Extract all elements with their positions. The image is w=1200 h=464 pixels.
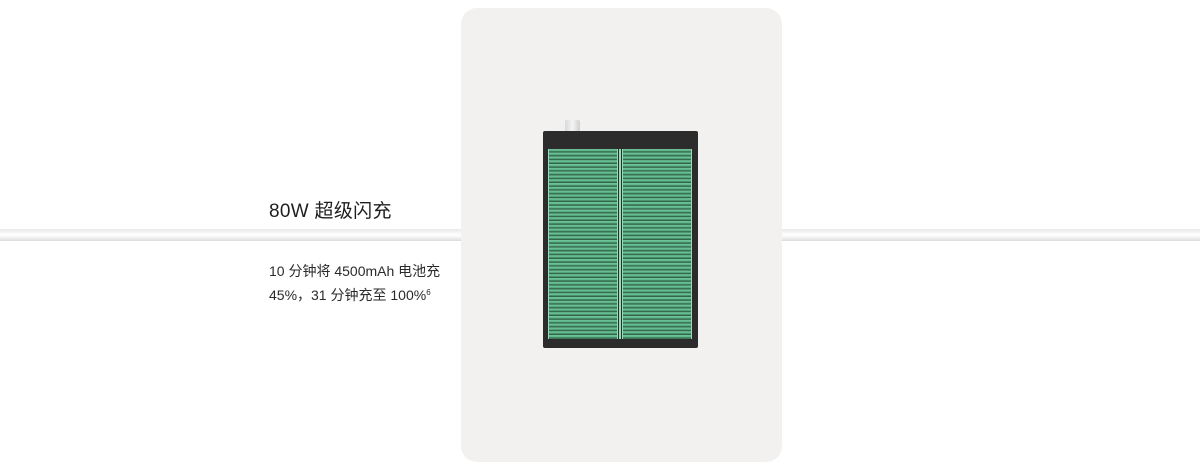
description-line-2-text: 45%，31 分钟充至 100%: [269, 287, 427, 303]
battery-cell-right: [622, 149, 692, 339]
description-line-1: 10 分钟将 4500mAh 电池充: [269, 263, 441, 279]
battery-terminal-icon: [565, 120, 580, 132]
footnote-marker: 6: [426, 288, 431, 297]
feature-title: 80W 超级闪充: [269, 201, 392, 222]
battery-cell-divider: [619, 149, 621, 339]
battery-icon: [543, 131, 698, 348]
description-line-2: 45%，31 分钟充至 100%6: [269, 283, 440, 307]
charging-cable-right: [770, 229, 1200, 241]
feature-description: 10 分钟将 4500mAh 电池充 45%，31 分钟充至 100%6: [269, 259, 440, 307]
charging-cable-left: [0, 229, 470, 241]
battery-cell-left: [548, 149, 618, 339]
